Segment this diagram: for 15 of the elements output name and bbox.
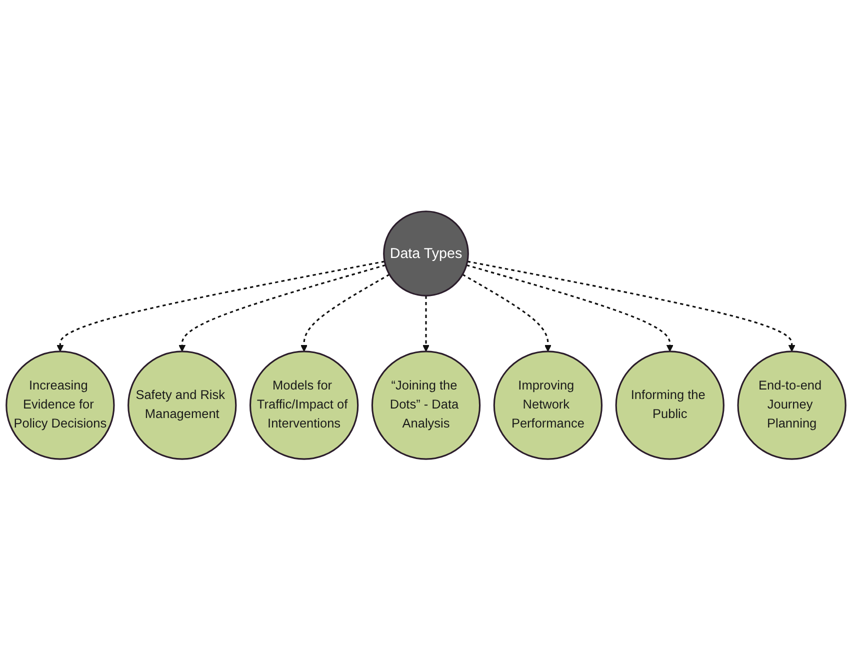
- arrow: [300, 274, 390, 352]
- node-circle: “Joining the Dots” - Data Analysis: [371, 350, 481, 460]
- arrow: [462, 274, 552, 352]
- arrow: [467, 260, 796, 352]
- node-circle: Increasing Evidence for Policy Decisions: [6, 350, 115, 460]
- arrow: [422, 295, 430, 352]
- arrow: [466, 264, 674, 352]
- arrow: [178, 264, 386, 352]
- node-circle: End-to-end Journey Planning: [737, 350, 846, 460]
- arrow: [56, 260, 385, 352]
- node-circle: Models for Traffic/Impact of Interventions: [249, 350, 359, 460]
- node-circle: Safety and Risk Management: [128, 350, 237, 460]
- node-circle: Improving Network Performance: [493, 350, 603, 460]
- node-circle: Data Types: [383, 210, 469, 296]
- node-circle: Informing the Public: [615, 350, 724, 460]
